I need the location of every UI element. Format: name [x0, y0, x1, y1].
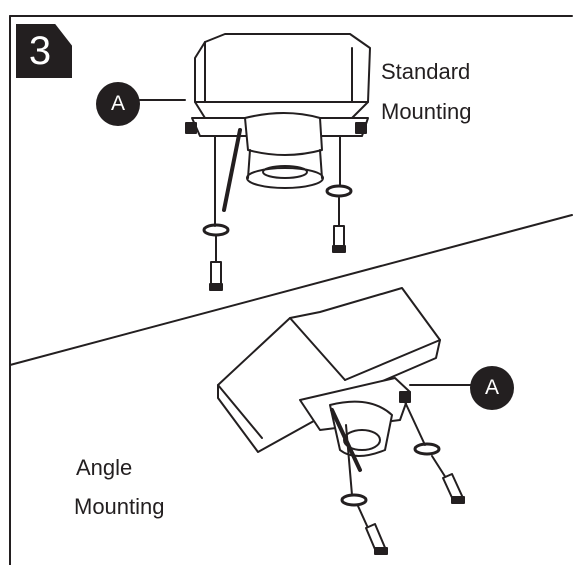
step-number: 3	[29, 24, 51, 78]
standard-mount-unit	[140, 34, 370, 290]
standard-mounting-line1: Standard	[381, 57, 470, 87]
callout-a-standard: A	[96, 82, 140, 126]
cable	[224, 130, 240, 210]
housing-top	[195, 34, 370, 118]
callout-a-angle: A	[470, 366, 514, 410]
washer	[327, 186, 351, 196]
angle-mounting-line2: Mounting	[74, 492, 165, 522]
angle-mount-unit	[218, 288, 472, 554]
washer	[415, 444, 439, 454]
standard-mounting-line2: Mounting	[381, 97, 472, 127]
washer	[342, 495, 366, 505]
washer	[204, 225, 228, 235]
bracket-cup	[245, 113, 322, 155]
anchor-screw	[334, 226, 344, 248]
angle-mounting-line1: Angle	[76, 453, 132, 483]
